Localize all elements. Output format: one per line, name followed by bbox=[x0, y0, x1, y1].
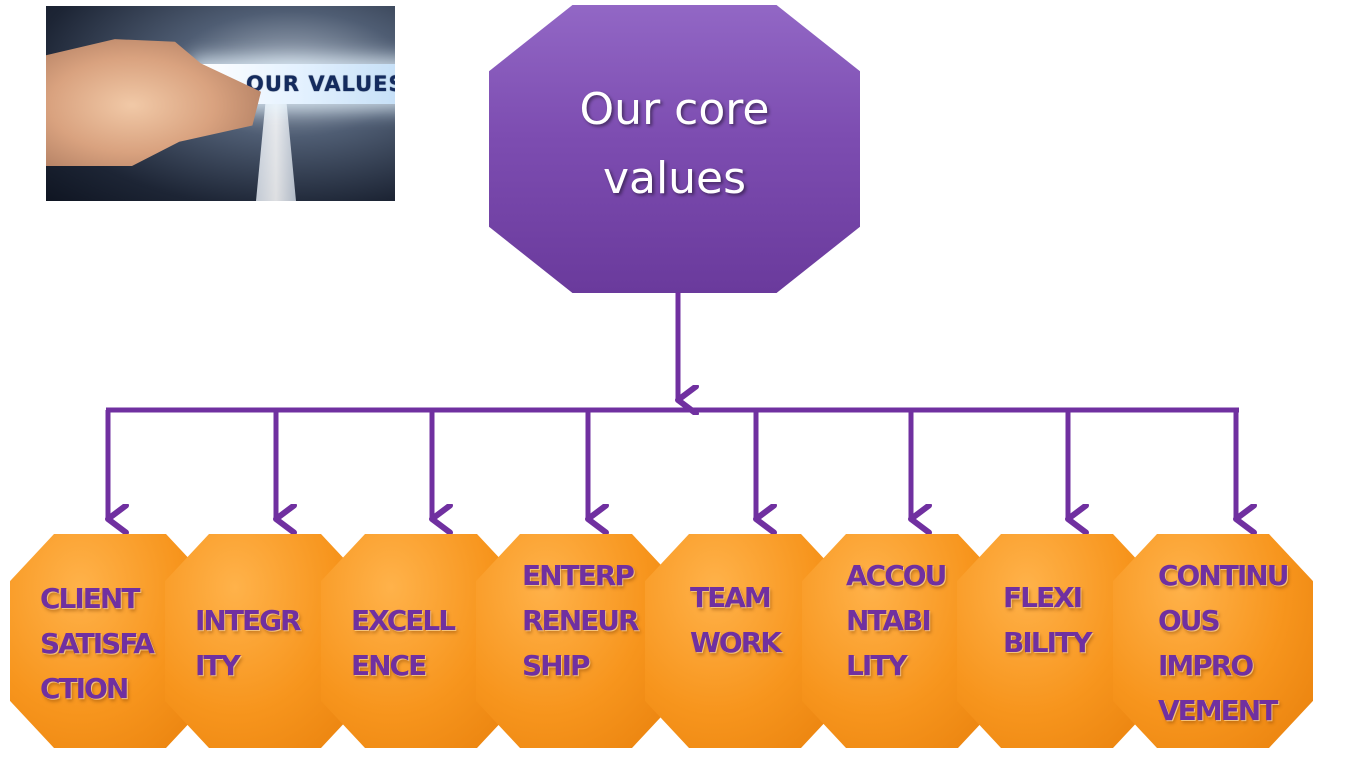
card-text: OUR VALUES bbox=[246, 72, 395, 96]
core-values-title: Our core values bbox=[579, 84, 770, 204]
value-label: ACCOU NTABI LITY bbox=[846, 559, 947, 682]
value-node-continuous-improvement: CONTINU OUS IMPRO VEMENT bbox=[1113, 534, 1313, 748]
value-label: CONTINU OUS IMPRO VEMENT bbox=[1158, 559, 1289, 727]
value-label: ENTERP RENEUR SHIP bbox=[522, 559, 640, 682]
value-node-flexibility: FLEXI BILITY bbox=[957, 534, 1157, 748]
value-label: EXCELL ENCE bbox=[351, 604, 456, 682]
our-values-photo: OUR VALUES bbox=[46, 6, 395, 201]
value-label: CLIENT SATISFA CTION bbox=[40, 582, 155, 705]
core-values-node: Our core values bbox=[489, 5, 860, 293]
value-label: FLEXI BILITY bbox=[1003, 581, 1092, 659]
value-node-enterpreneurship: ENTERP RENEUR SHIP bbox=[476, 534, 676, 748]
value-label: TEAM WORK bbox=[690, 581, 782, 659]
value-label: INTEGR ITY bbox=[195, 604, 302, 682]
